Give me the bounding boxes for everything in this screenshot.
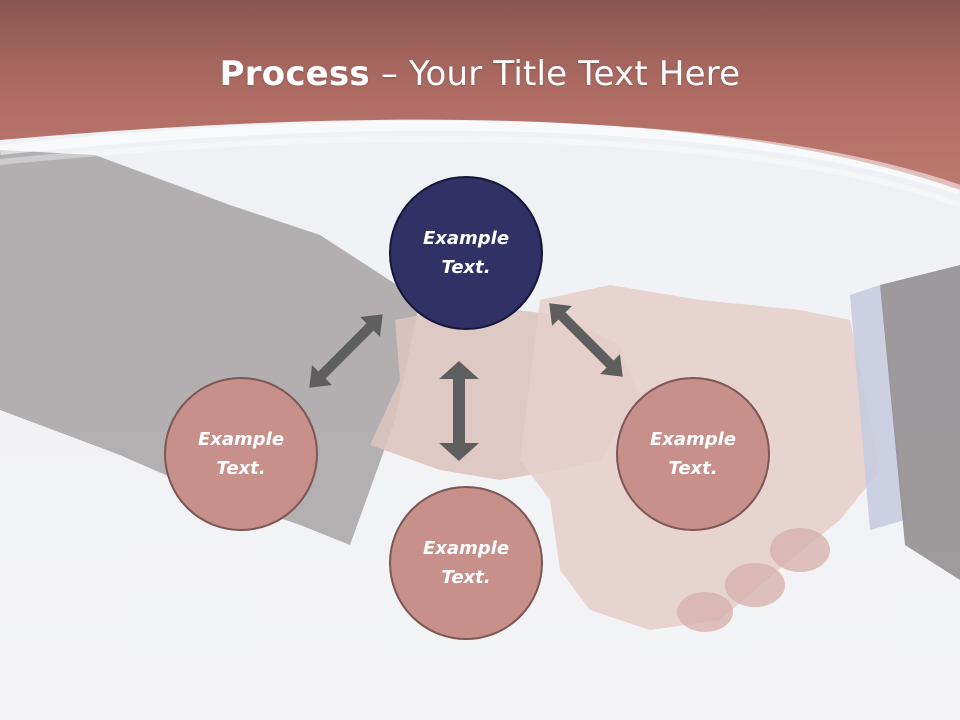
slide-title: Process – Your Title Text Here — [0, 52, 960, 96]
process-node-bottom[interactable]: Example Text. — [389, 486, 543, 640]
title-separator: – — [369, 54, 410, 94]
process-node-left[interactable]: Example Text. — [164, 377, 318, 531]
double-arrow-icon — [439, 361, 479, 461]
process-node-right[interactable]: Example Text. — [616, 377, 770, 531]
title-text: Your Title Text Here — [409, 54, 741, 94]
title-keyword: Process — [219, 54, 370, 94]
double-arrow-icon — [309, 314, 383, 388]
process-node-top[interactable]: Example Text. — [389, 176, 543, 330]
double-arrow-icon — [549, 303, 623, 377]
